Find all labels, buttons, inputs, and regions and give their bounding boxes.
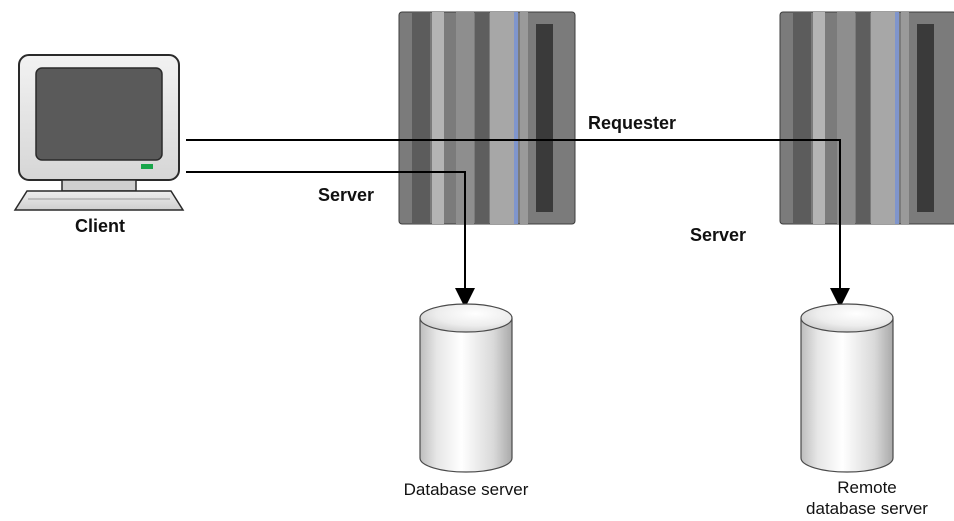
client-label: Client: [75, 216, 125, 236]
connection-lines: [186, 139, 850, 308]
remote-database-icon: [800, 303, 894, 473]
power-led-icon: [141, 164, 153, 169]
client-computer-icon: [13, 54, 185, 211]
remote-database-label-line1: Remote: [837, 478, 897, 497]
requester-connection-arrow: [186, 139, 850, 308]
monitor-stand: [61, 179, 137, 192]
database-icon: [419, 303, 513, 473]
server-label-local: Server: [318, 185, 374, 205]
monitor-screen: [35, 67, 163, 161]
server-label-remote: Server: [690, 225, 746, 245]
server-connection-arrow: [186, 171, 475, 308]
database-server-label: Database server: [404, 480, 529, 499]
remote-database-label-line2: database server: [806, 499, 928, 518]
requester-label: Requester: [588, 113, 676, 133]
local-server-icon: [398, 11, 576, 225]
remote-server-icon: [779, 11, 954, 225]
keyboard-icon: [13, 190, 185, 211]
